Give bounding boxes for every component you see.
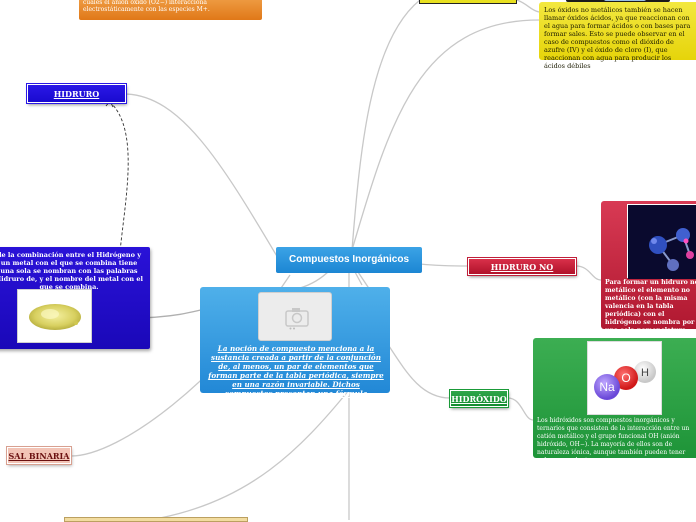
connector-to-hidruro-metalico — [125, 93, 279, 259]
connector-to-yellow-note — [351, 19, 540, 251]
hydrogen-atom-label: H — [641, 367, 649, 379]
node-hidruro-metalico[interactable]: HIDRURO METÁLICO — [27, 84, 126, 118]
node-hidruro-no-metalico[interactable]: HIDRURO NO METÁLICO — [468, 258, 576, 289]
orange-note: cuales el anión óxido (O2−) interacciona… — [79, 0, 262, 20]
purple-note-text: de la combinación entre el Hidrógeno y u… — [0, 251, 143, 291]
hydroxide-molecule-image: Na O H — [587, 341, 662, 415]
sodium-atom-label: Na — [599, 380, 615, 394]
connector-to-bottom-left — [159, 389, 350, 519]
sulfur-photo — [17, 289, 92, 343]
yellow-note: Los óxidos no metálicos también se hacen… — [539, 2, 696, 70]
dashed-arrow — [109, 101, 129, 253]
yellow-note-image-thumb — [604, 0, 646, 1]
central-topic[interactable]: Compuestos Inorgánicos — [276, 247, 422, 273]
top-yellow-node[interactable] — [419, 0, 517, 4]
camera-icon — [258, 292, 332, 341]
green-note-text: Los hidróxidos son compuestos inorgánico… — [537, 417, 690, 464]
connector-to-hidruro-no-metalico — [419, 263, 469, 267]
molecule-model-photo — [627, 204, 696, 279]
oxygen-atom-label: O — [621, 371, 630, 385]
connector-to-top-yellow — [351, 0, 421, 251]
node-hidroxido[interactable]: HIDRÓXIDO — [450, 390, 508, 407]
node-sal-binaria[interactable]: SAL BINARIA — [7, 447, 71, 464]
blue-note-text: La noción de compuesto menciona a la sus… — [208, 344, 384, 407]
yellow-note-image-strip — [566, 0, 670, 2]
connector-to-hidroxido — [384, 339, 451, 399]
